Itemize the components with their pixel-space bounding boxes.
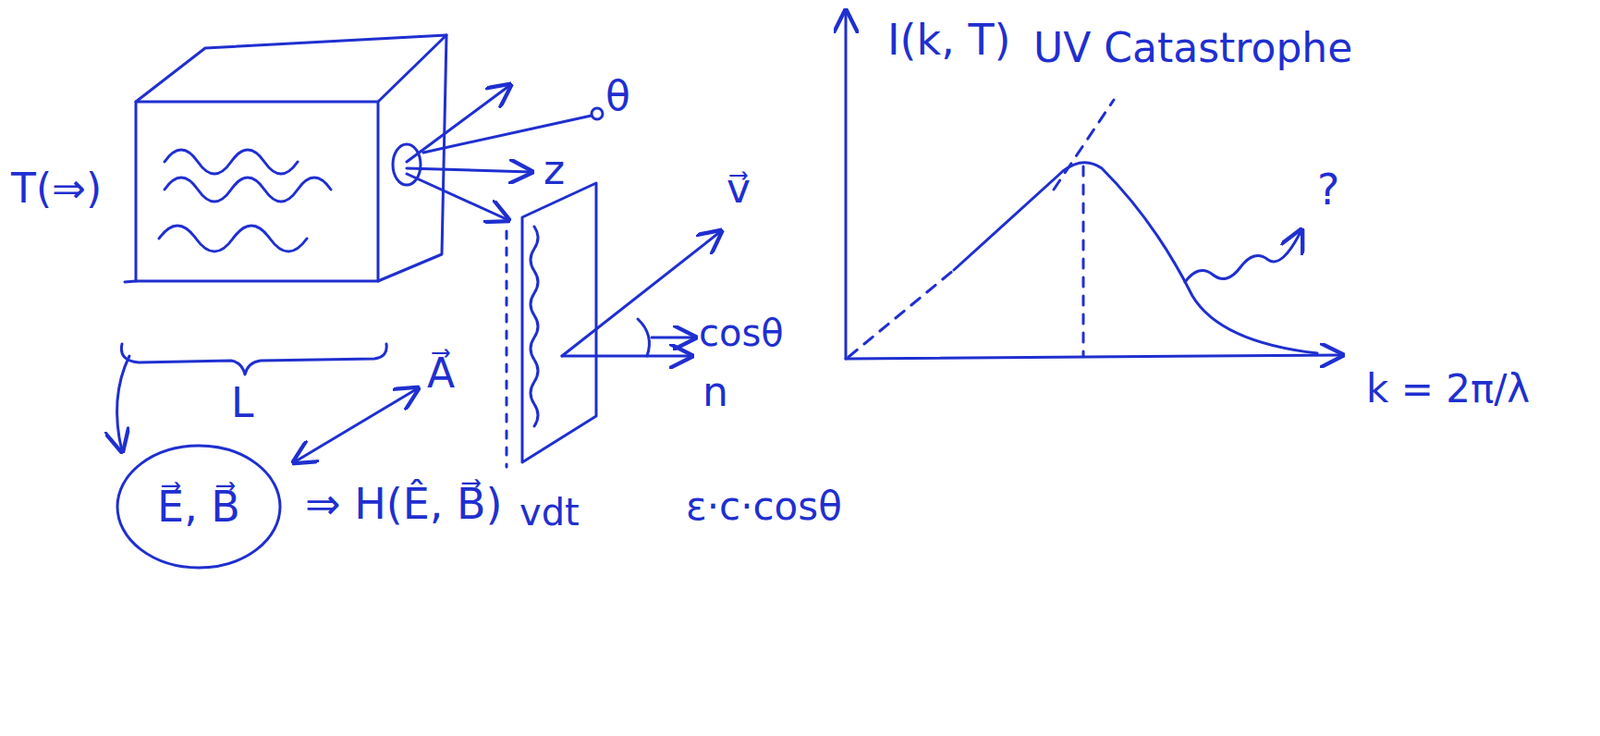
angle-label: θ	[605, 73, 631, 119]
field-circle: E⃗, B⃗	[115, 443, 282, 570]
projection-label: cosθ	[698, 312, 784, 354]
volume-label: vdt	[519, 491, 580, 533]
surface-element	[506, 183, 721, 467]
question-mark: ?	[1317, 166, 1340, 214]
circle-shape	[117, 445, 281, 568]
temperature-label: T(⇒)	[11, 166, 102, 211]
intensity-axis-label: I(k, T)	[887, 16, 1011, 64]
leader-arrow	[117, 355, 130, 452]
length-label: L	[231, 380, 255, 426]
length-bracket	[121, 343, 387, 375]
node-text: E⃗, B⃗	[157, 483, 241, 531]
aperture-vectors	[392, 85, 603, 220]
area-arrow	[293, 388, 418, 463]
area-label: A⃗	[427, 351, 455, 396]
velocity-label: v⃗	[726, 166, 751, 211]
catastrophe-note: UV Catastrophe	[1033, 25, 1353, 71]
normal-label: n	[702, 369, 729, 415]
flux-label: ε·c·cosθ	[685, 485, 843, 528]
cavity-box	[124, 35, 447, 282]
axis-label: z	[543, 147, 565, 193]
hamiltonian-label: ⇒ H(Ê, B⃗)	[305, 480, 503, 528]
wavenumber-label: k = 2π/λ	[1366, 367, 1530, 411]
